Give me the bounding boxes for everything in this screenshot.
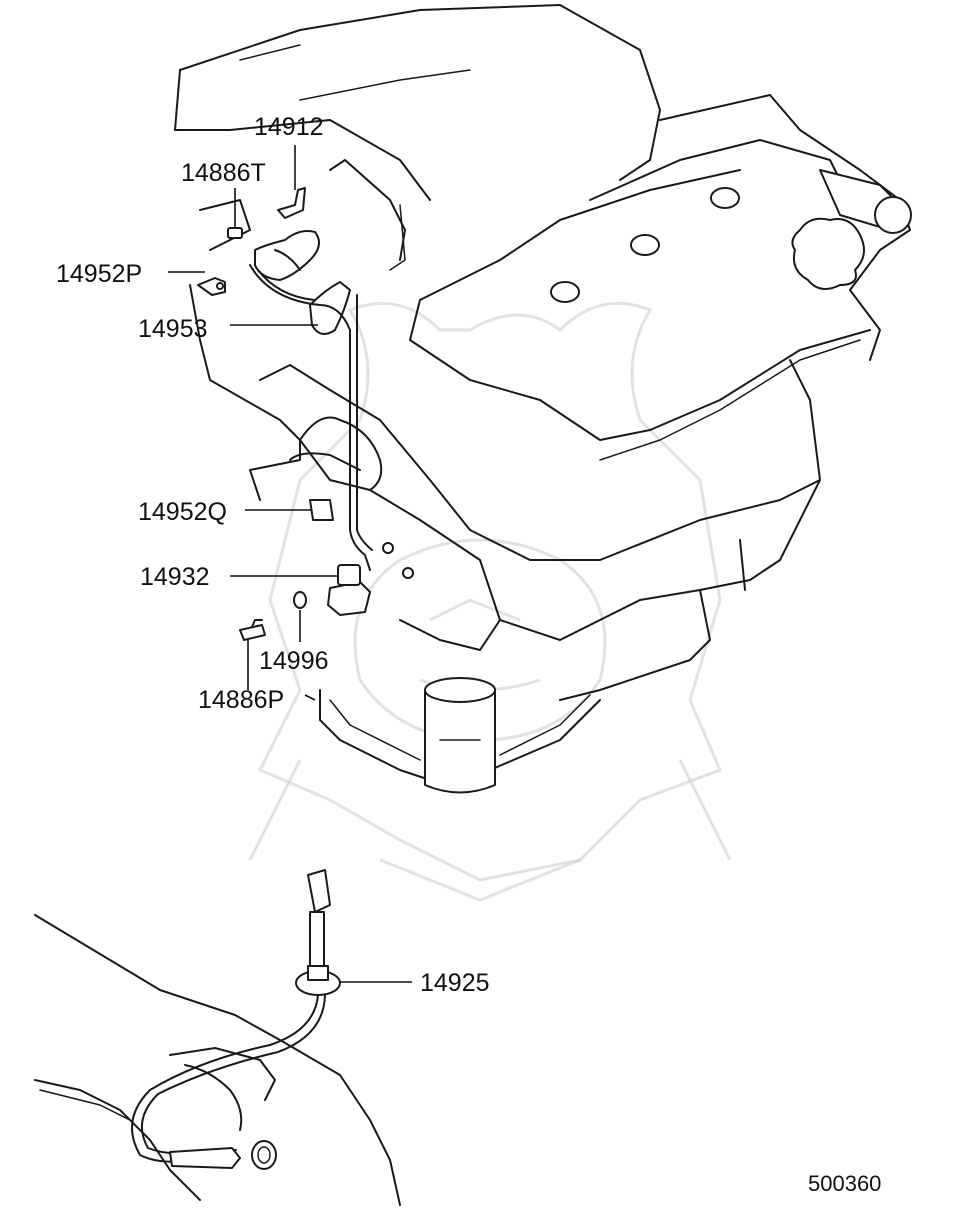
small-parts (197, 187, 371, 641)
watermark-emblem (248, 301, 732, 902)
callout-14932: 14932 (140, 563, 210, 591)
callout-14952Q: 14952Q (138, 498, 227, 526)
leader-lines (168, 145, 412, 983)
callout-14953: 14953 (138, 315, 208, 343)
drawing-number: 500360 (808, 1171, 881, 1196)
callout-labels: 14912 14886T 14952P 14953 14952Q 14932 1… (56, 113, 881, 1196)
callout-14886P: 14886P (198, 686, 284, 714)
sensor-harness (249, 230, 373, 571)
callout-14996: 14996 (259, 647, 329, 675)
callout-14952P: 14952P (56, 260, 142, 288)
callout-14886T: 14886T (181, 159, 266, 187)
engine-assembly (174, 4, 912, 794)
callout-14912: 14912 (254, 113, 324, 141)
callout-14925: 14925 (420, 969, 490, 997)
exhaust-oxygen-sensor-view (34, 869, 401, 1206)
